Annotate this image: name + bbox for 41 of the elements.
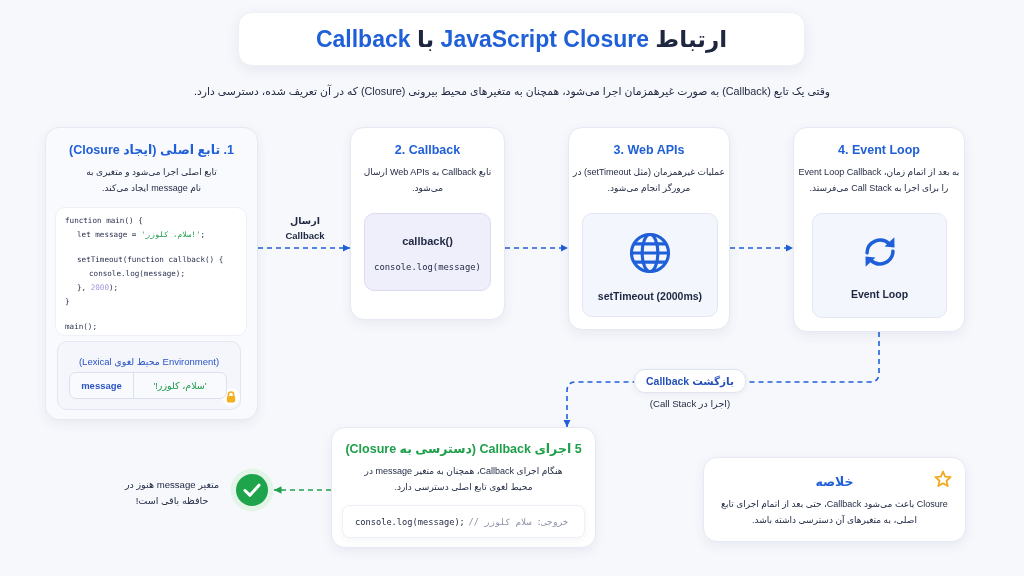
arrow (504, 244, 569, 252)
step-card (350, 127, 505, 320)
card-text: Closure باعث می‌شود Callback، حتی بعد از اتمام اجرای تابع اصلی، به متغیرهای آن دسترسی داشته باشد. (720, 498, 949, 527)
code-line: console.log(message); (355, 515, 465, 529)
variable-name: message (80, 379, 123, 393)
arrow (273, 486, 332, 494)
card-title: 1. تابع اصلی (ایجاد Closure) (69, 142, 234, 158)
scope-panel (57, 341, 241, 410)
variable-value: 'سلام، کلوزر!' (133, 373, 226, 398)
edge-label: بازگشت Callback (634, 369, 746, 393)
function-name: callback() (402, 234, 453, 249)
summary-card (703, 457, 966, 542)
panel-heading: (Lexical محیط لغوی Environment) (78, 355, 220, 369)
code-panel (364, 213, 491, 291)
info-panel (812, 213, 947, 318)
card-title: خلاصه (815, 474, 854, 490)
card-text: عملیات غیرهمزمان (مثل setTimeout) در مرورگر انجام می‌شود. (573, 166, 725, 195)
arrow (257, 244, 351, 252)
card-text: تابع Callback به Web APIs ارسال می‌شود. (363, 166, 492, 195)
step-card (331, 427, 596, 548)
card-title: 4. Event Loop (838, 142, 920, 158)
variable-table (69, 372, 227, 399)
card-text: هنگام اجرای Callback، همچنان به متغیر message در محیط لغوی تابع اصلی دسترسی دارد. (363, 465, 564, 494)
card-title: 5 اجرای Callback (دسترسی به Closure) (345, 441, 582, 457)
code-line: console.log(message) (374, 261, 481, 274)
card-title: 3. Web APIs (613, 142, 685, 158)
card-text: تابع اصلی اجرا می‌شود و متغیری به نام message ایجاد می‌کند. (85, 166, 218, 195)
note-text: (اجرا در Call Stack) (649, 397, 731, 411)
note-text: متغیر message هنوز در حافظه باقی است! (123, 478, 221, 508)
check-icon (230, 468, 274, 512)
step-card (568, 127, 730, 330)
subtitle: وقتی یک تابع (Callback) به صورت غیرهمزمان اجرا می‌شود، همچنان به متغیرهای محیط بیرونی (Closure) که در آن تعریف شده، دسترسی دارد. (193, 84, 831, 98)
code-comment: // خروجی: سلام کلوزر (468, 515, 568, 529)
info-panel (582, 213, 718, 317)
arrow (729, 244, 794, 252)
step-card (793, 127, 965, 332)
card-title: 2. Callback (394, 142, 461, 158)
step-card (45, 127, 258, 420)
card-text: به بعد از اتمام زمان، Event Loop Callback را برای اجرا به Call Stack می‌فرستد. (797, 166, 961, 195)
panel-label: setTimeout (2000ms) (597, 289, 703, 303)
panel-label: Event Loop (850, 287, 909, 301)
